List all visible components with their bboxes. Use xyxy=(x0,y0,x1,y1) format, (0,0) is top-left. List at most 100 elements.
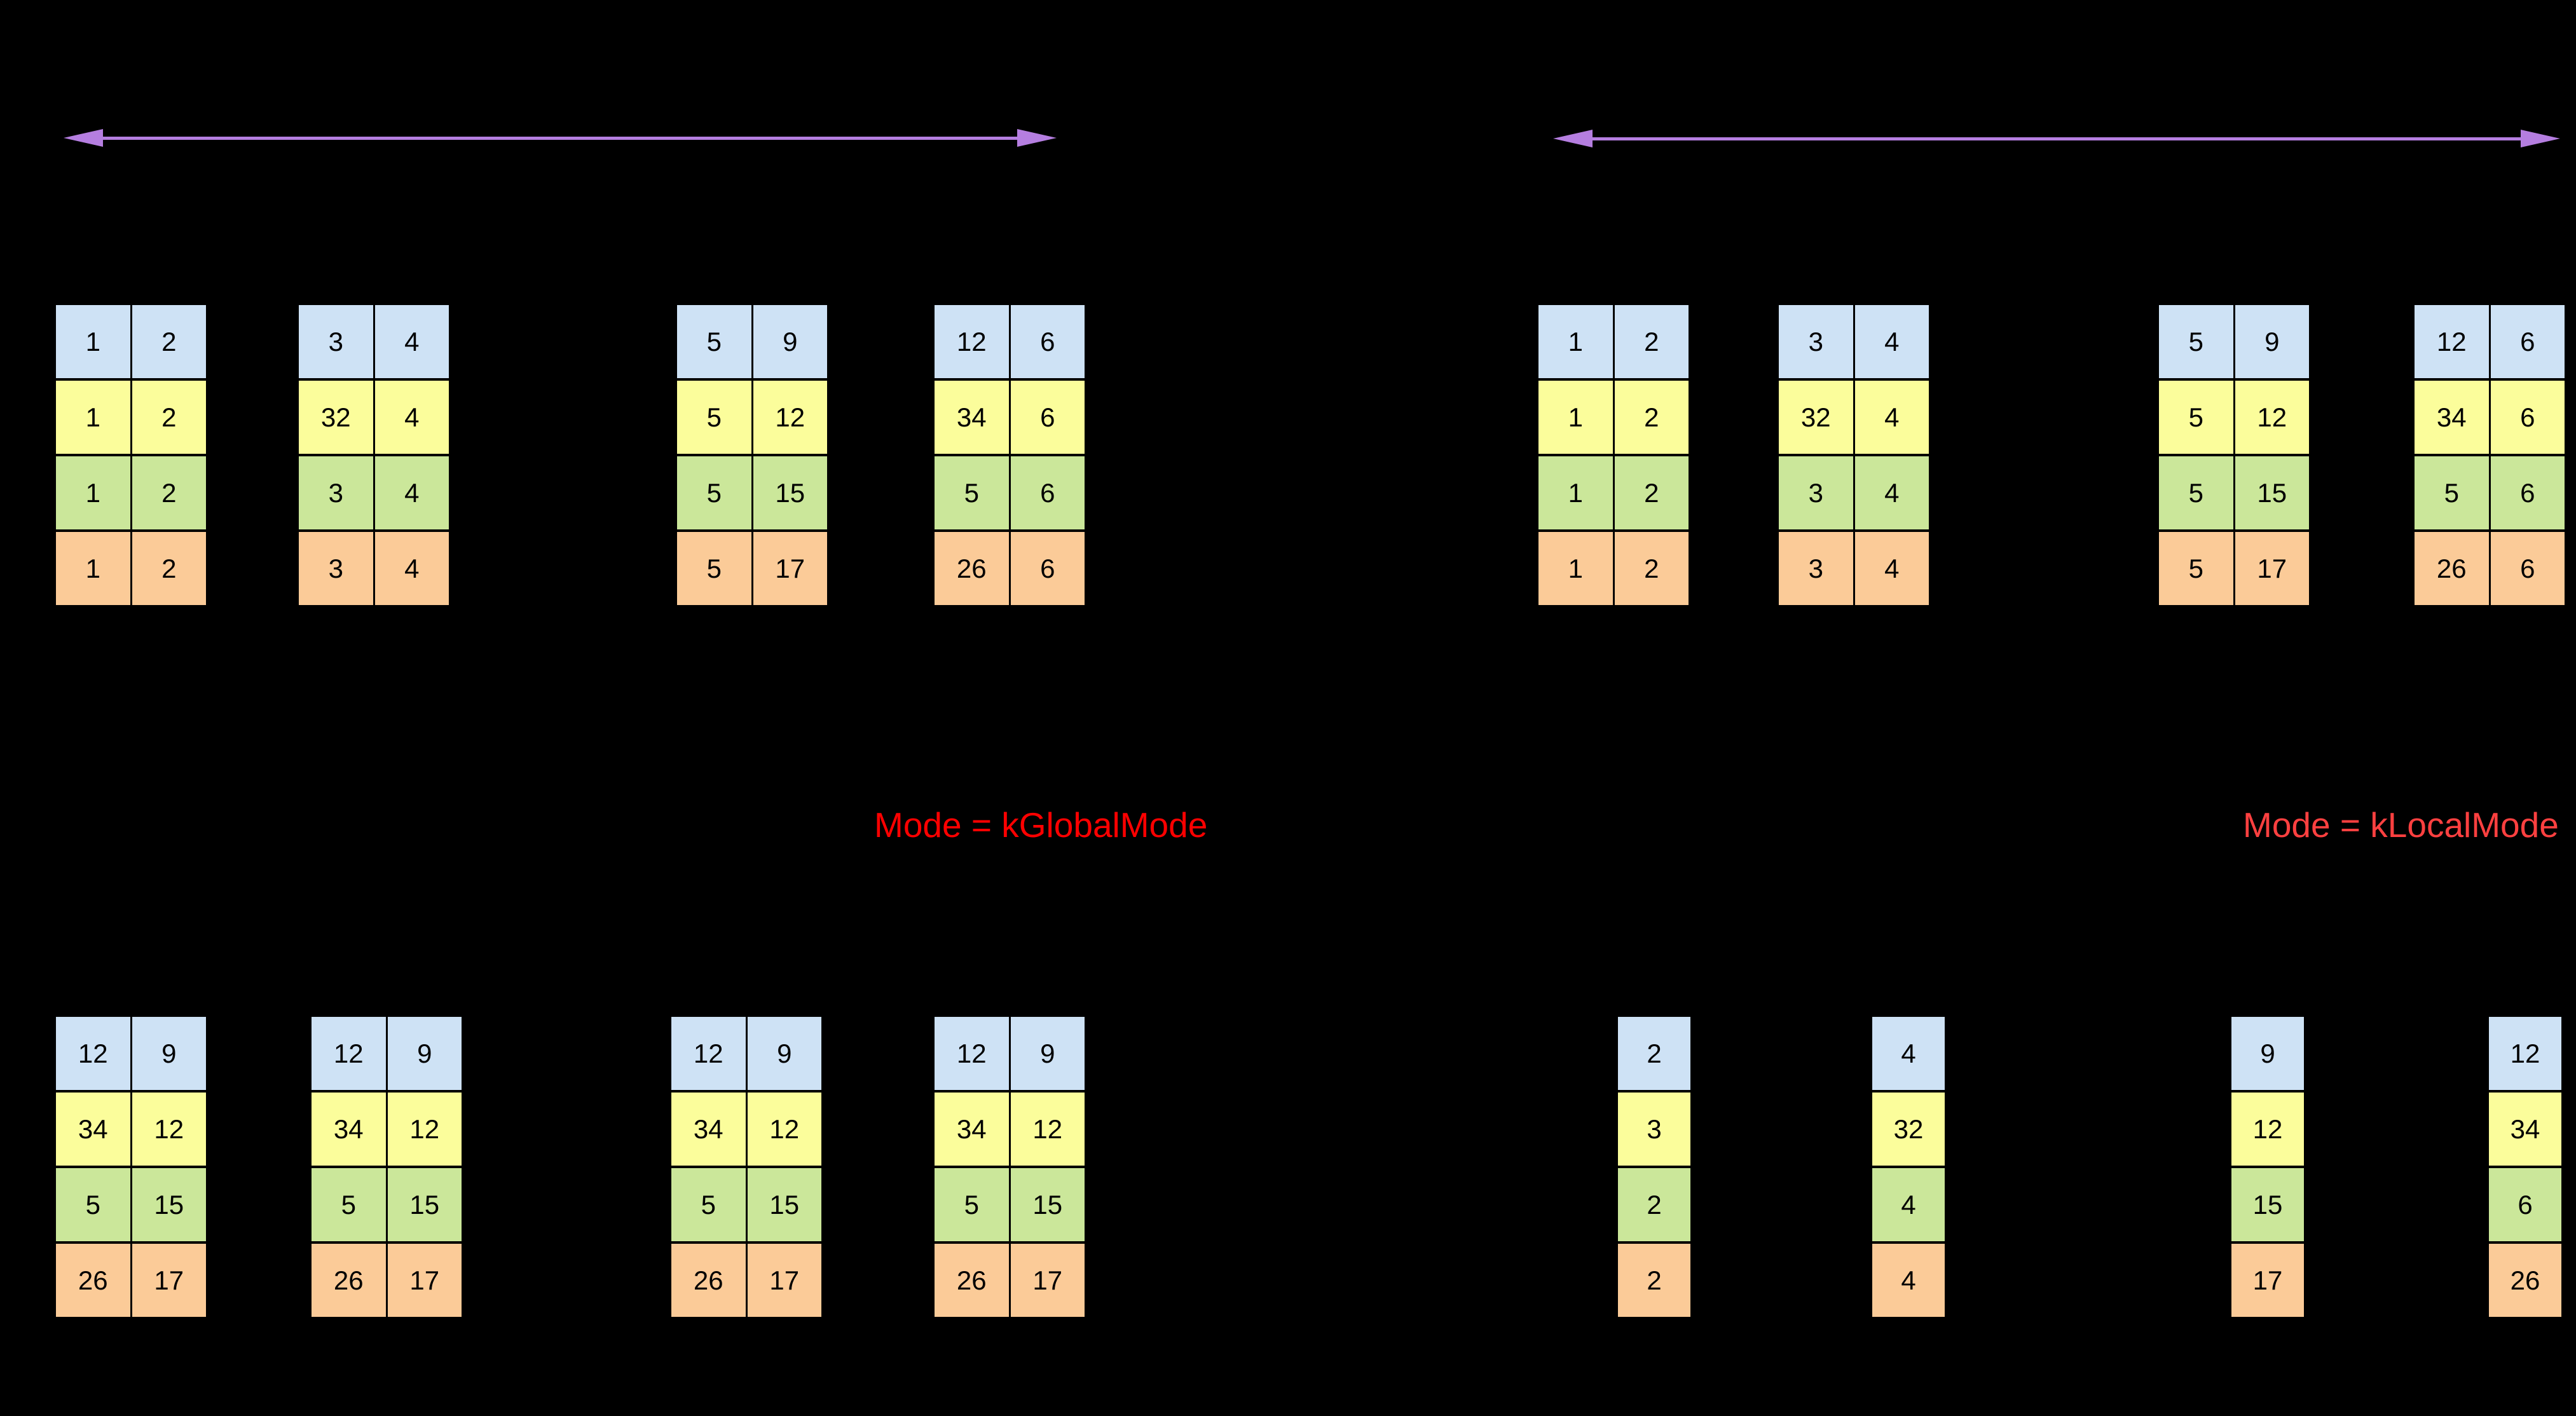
arrowhead-right-icon xyxy=(1017,129,1057,147)
table-cell: 6 xyxy=(2489,1168,2561,1241)
table-cell: 12 xyxy=(747,1093,821,1166)
table-cell: 9 xyxy=(747,1017,821,1090)
table-cell: 9 xyxy=(753,305,827,378)
table-cell: 12 xyxy=(671,1017,746,1090)
table-cell: 26 xyxy=(2415,532,2489,605)
table-cell: 9 xyxy=(2235,305,2309,378)
arrowhead-right-icon xyxy=(2521,130,2560,147)
table-cell: 2 xyxy=(1614,532,1689,605)
table-cell: 3 xyxy=(1779,305,1853,378)
table-cell: 26 xyxy=(671,1244,746,1317)
table-cell: 5 xyxy=(677,456,751,529)
table-cell: 15 xyxy=(387,1168,462,1241)
table-cell: 6 xyxy=(1010,456,1085,529)
table-cell: 12 xyxy=(935,1017,1009,1090)
table-cell: 1 xyxy=(56,532,130,605)
table-cell: 5 xyxy=(671,1168,746,1241)
table-row: 2 xyxy=(1618,1244,1690,1317)
table-cell: 12 xyxy=(2231,1093,2304,1166)
table-cell: 26 xyxy=(2489,1244,2561,1317)
table-cell: 3 xyxy=(1618,1093,1690,1166)
table-cell: 5 xyxy=(935,1168,1009,1241)
table-row: 4 xyxy=(1872,1168,1945,1241)
table-cell: 26 xyxy=(312,1244,386,1317)
table-cell: 15 xyxy=(2231,1168,2304,1241)
table-cell: 17 xyxy=(132,1244,206,1317)
table-cell: 32 xyxy=(299,381,373,454)
table-row: 32 xyxy=(1872,1093,1945,1166)
arrow-line xyxy=(1584,137,2530,140)
table-row: 15 xyxy=(2231,1168,2304,1241)
table-cell: 5 xyxy=(2159,456,2233,529)
table-cell: 26 xyxy=(935,1244,1009,1317)
table-cell: 6 xyxy=(2490,456,2565,529)
table-cell: 34 xyxy=(2415,381,2489,454)
table-cell: 2 xyxy=(1618,1168,1690,1241)
table-cell: 12 xyxy=(753,381,827,454)
table-cell: 26 xyxy=(56,1244,130,1317)
table-row: 12 xyxy=(2231,1093,2304,1166)
table-cell: 15 xyxy=(753,456,827,529)
table-cell: 9 xyxy=(1010,1017,1085,1090)
table-cell: 2 xyxy=(1618,1017,1690,1090)
table-cell: 2 xyxy=(1614,456,1689,529)
right-span-double-arrow xyxy=(1553,127,2560,150)
table-cell: 4 xyxy=(1872,1168,1945,1241)
table-cell: 6 xyxy=(2490,381,2565,454)
table-cell: 4 xyxy=(374,456,449,529)
table-cell: 6 xyxy=(2490,305,2565,378)
table-cell: 3 xyxy=(299,305,373,378)
table-cell: 9 xyxy=(132,1017,206,1090)
table-cell: 32 xyxy=(1779,381,1853,454)
table-row: 2 xyxy=(1618,1017,1690,1090)
table-cell: 4 xyxy=(374,532,449,605)
arrow-line xyxy=(94,137,1026,140)
table-cell: 34 xyxy=(56,1093,130,1166)
table-cell: 5 xyxy=(2415,456,2489,529)
table-cell: 34 xyxy=(935,381,1009,454)
table-cell: 5 xyxy=(677,381,751,454)
table-cell: 1 xyxy=(56,305,130,378)
table-cell: 3 xyxy=(299,456,373,529)
table-cell: 3 xyxy=(1779,532,1853,605)
table-cell: 1 xyxy=(56,456,130,529)
table-cell: 15 xyxy=(747,1168,821,1241)
table-cell: 15 xyxy=(132,1168,206,1241)
table-row: 26 xyxy=(2489,1244,2561,1317)
table-cell: 4 xyxy=(1854,305,1929,378)
table-cell: 4 xyxy=(1854,532,1929,605)
table-cell: 12 xyxy=(387,1093,462,1166)
